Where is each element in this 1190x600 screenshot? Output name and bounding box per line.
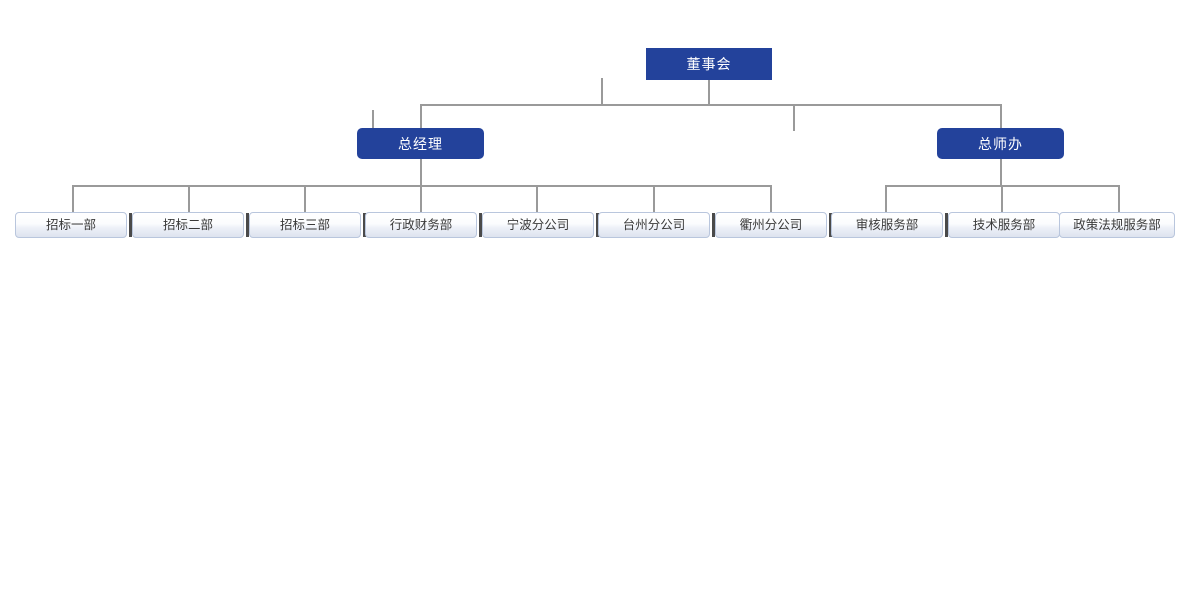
connector-to-chief-engineer-office <box>1000 104 1002 129</box>
connector-bus-mid-stub <box>793 104 795 131</box>
connector-ceo-leaf-1 <box>885 185 887 212</box>
leaf-separator <box>829 213 832 237</box>
connector-ceo-leaf-2 <box>1001 185 1003 212</box>
connector-gm-down <box>420 159 422 185</box>
connector-ceo-leaf-3 <box>1118 185 1120 212</box>
org-node-department[interactable]: 台州分公司 <box>598 212 710 238</box>
connector-to-general-manager <box>420 104 422 129</box>
org-node-department[interactable]: 招标二部 <box>132 212 244 238</box>
connector-gm-leaf-2 <box>188 185 190 212</box>
connector-gm-leaf-5 <box>536 185 538 212</box>
connector-gm-bus <box>72 185 772 187</box>
org-node-department[interactable]: 衢州分公司 <box>715 212 827 238</box>
leaf-separator <box>712 213 715 237</box>
org-node-department[interactable]: 行政财务部 <box>365 212 477 238</box>
org-node-board-of-directors[interactable]: 董事会 <box>646 48 772 80</box>
department-row: 招标一部 招标二部 招标三部 行政财务部 宁波分公司 台州分公司 衢州分公司 审… <box>0 212 1190 238</box>
leaf-separator <box>129 213 132 237</box>
leaf-separator <box>479 213 482 237</box>
leaf-separator <box>945 213 948 237</box>
org-node-department[interactable]: 技术服务部 <box>948 212 1060 238</box>
connector-level2-bus <box>420 104 1001 106</box>
leaf-separator <box>363 213 366 237</box>
connector-gm-leaf-4 <box>420 185 422 212</box>
connector-gm-leaf-1 <box>72 185 74 212</box>
connector-board-left-stub <box>601 78 603 105</box>
connector-gm-leaf-3 <box>304 185 306 212</box>
org-node-general-manager[interactable]: 总经理 <box>357 128 484 159</box>
connector-board-down <box>708 80 710 105</box>
org-node-department[interactable]: 政策法规服务部 <box>1059 212 1175 238</box>
leaf-separator <box>246 213 249 237</box>
org-node-department[interactable]: 招标三部 <box>249 212 361 238</box>
connector-ceo-office-down <box>1000 159 1002 185</box>
connector-gm-leaf-7 <box>770 185 772 212</box>
leaf-separator <box>596 213 599 237</box>
org-node-chief-engineer-office[interactable]: 总师办 <box>937 128 1064 159</box>
org-node-department[interactable]: 宁波分公司 <box>482 212 594 238</box>
connector-gm-leaf-6 <box>653 185 655 212</box>
connector-general-manager-stub <box>372 110 374 129</box>
org-node-department[interactable]: 审核服务部 <box>831 212 943 238</box>
org-node-department[interactable]: 招标一部 <box>15 212 127 238</box>
